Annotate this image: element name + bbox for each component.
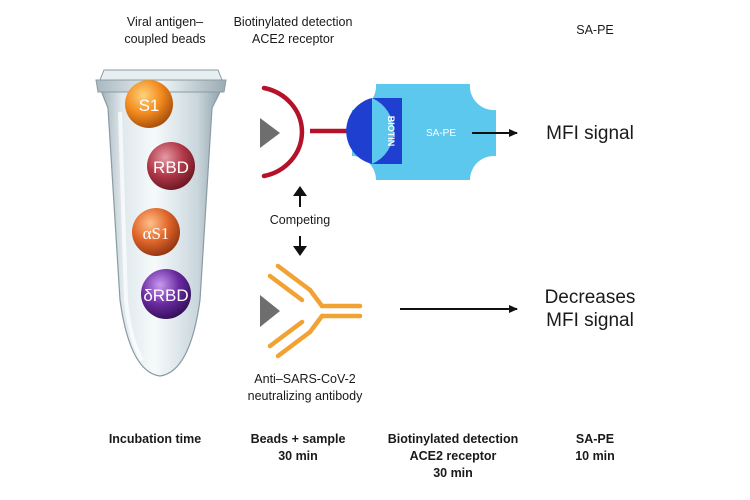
footer-step2-line2: 30 min bbox=[278, 449, 318, 463]
footer-step3-line1: Biotinylated detection bbox=[387, 432, 519, 446]
detection-header: Biotinylated detection ACE2 receptor bbox=[218, 14, 368, 48]
footer-detection: Biotinylated detection ACE2 receptor 30 … bbox=[372, 431, 534, 482]
biotin-icon: BIOTIN bbox=[346, 98, 402, 164]
sape-inner-label: SA-PE bbox=[426, 128, 456, 139]
bead-s1: S1 bbox=[125, 80, 173, 128]
footer-step2-line1: Beads + sample bbox=[250, 432, 346, 446]
mfi-signal-label: MFI signal bbox=[546, 123, 634, 144]
bead-drbd-label: δRBD bbox=[143, 286, 188, 305]
bead-as1: αS1 bbox=[132, 208, 180, 256]
competing-label: Competing bbox=[269, 213, 331, 227]
decreases-mfi-line2: MFI signal bbox=[546, 310, 634, 331]
footer-sape: SA-PE 10 min bbox=[553, 431, 637, 465]
pointer-bottom-icon bbox=[260, 295, 280, 327]
bead-rbd: RBD bbox=[147, 142, 195, 190]
footer-beads-sample: Beads + sample 30 min bbox=[228, 431, 368, 465]
bead-rbd-label: RBD bbox=[153, 158, 189, 177]
footer-incubation-time: Incubation time bbox=[90, 431, 220, 448]
decreases-mfi-label: Decreases MFI signal bbox=[530, 286, 650, 332]
biotin-label: BIOTIN bbox=[386, 116, 396, 147]
antibody-label-line1: Anti–SARS-CoV-2 bbox=[254, 372, 356, 386]
beads-header: Viral antigen– coupled beads bbox=[95, 14, 235, 48]
detection-header-line2: ACE2 receptor bbox=[252, 32, 334, 46]
bead-drbd: δRBD bbox=[141, 269, 191, 319]
detection-header-line1: Biotinylated detection bbox=[233, 15, 353, 29]
footer-step4-line1: SA-PE bbox=[575, 432, 615, 446]
sape-header: SA-PE bbox=[576, 23, 614, 37]
bead-s1-label: S1 bbox=[139, 96, 160, 115]
beads-header-line2: coupled beads bbox=[124, 32, 206, 46]
antibody-label-line2: neutralizing antibody bbox=[247, 389, 363, 403]
footer-step3-line2: ACE2 receptor bbox=[409, 449, 497, 463]
beads-header-line1: Viral antigen– bbox=[126, 15, 204, 29]
competing-arrow-icon bbox=[293, 186, 307, 256]
antibody-icon bbox=[267, 263, 363, 359]
pointer-top-icon bbox=[260, 118, 280, 148]
bead-as1-label: αS1 bbox=[143, 224, 170, 243]
footer-step1: Incubation time bbox=[108, 432, 202, 446]
footer-step3-line3: 30 min bbox=[433, 466, 473, 480]
decreases-mfi-line1: Decreases bbox=[544, 287, 636, 308]
footer-step4-line2: 10 min bbox=[575, 449, 615, 463]
antibody-label: Anti–SARS-CoV-2 neutralizing antibody bbox=[225, 371, 385, 405]
